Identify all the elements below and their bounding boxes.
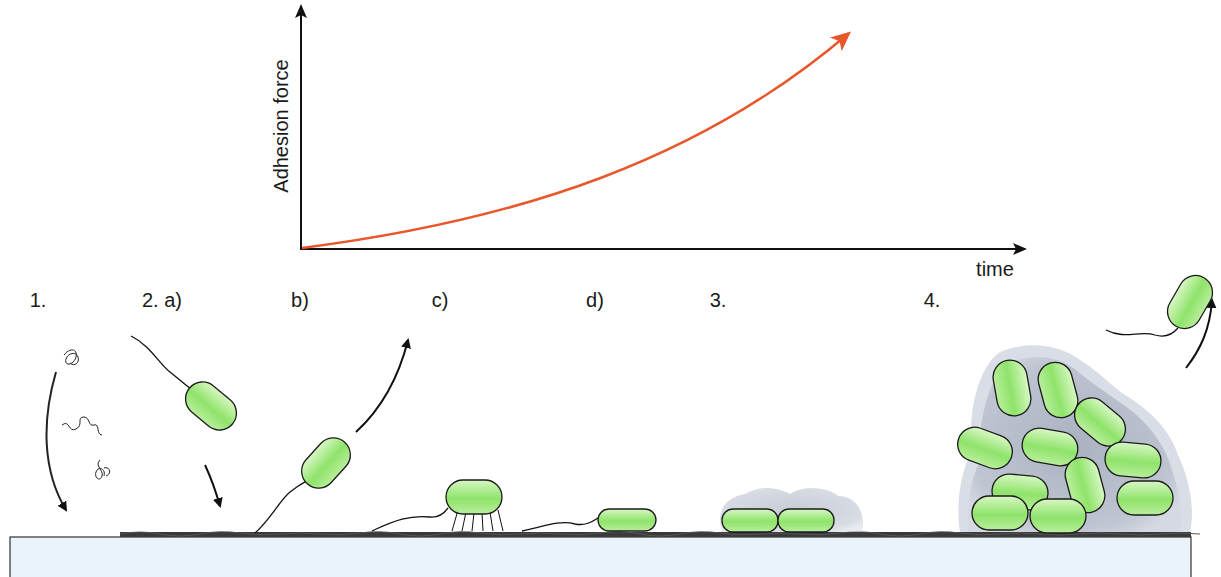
chart-axes [300, 6, 1025, 249]
substrate [10, 532, 1200, 577]
stage-number: 4. [924, 289, 941, 311]
stage-number: 1. [30, 289, 47, 311]
axis-title: time [976, 258, 1014, 280]
stage-number: d) [586, 289, 604, 311]
irreversible-attachment [522, 509, 656, 531]
pili-attachment [372, 480, 503, 531]
planktonic-bacterium [131, 336, 243, 506]
stage-number: 3. [710, 289, 727, 311]
stage-number: 2. a) [142, 289, 182, 311]
axis-title: Adhesion force [270, 59, 292, 192]
stage-number: b) [291, 289, 309, 311]
stage-number: c) [432, 289, 449, 311]
reversible-attachment [255, 340, 408, 533]
conditioning-molecules [47, 350, 110, 510]
dispersed-bacterium [1106, 269, 1219, 368]
microcolony [720, 488, 863, 532]
mature-biofilm [953, 345, 1192, 533]
adhesion-curve [302, 34, 848, 248]
